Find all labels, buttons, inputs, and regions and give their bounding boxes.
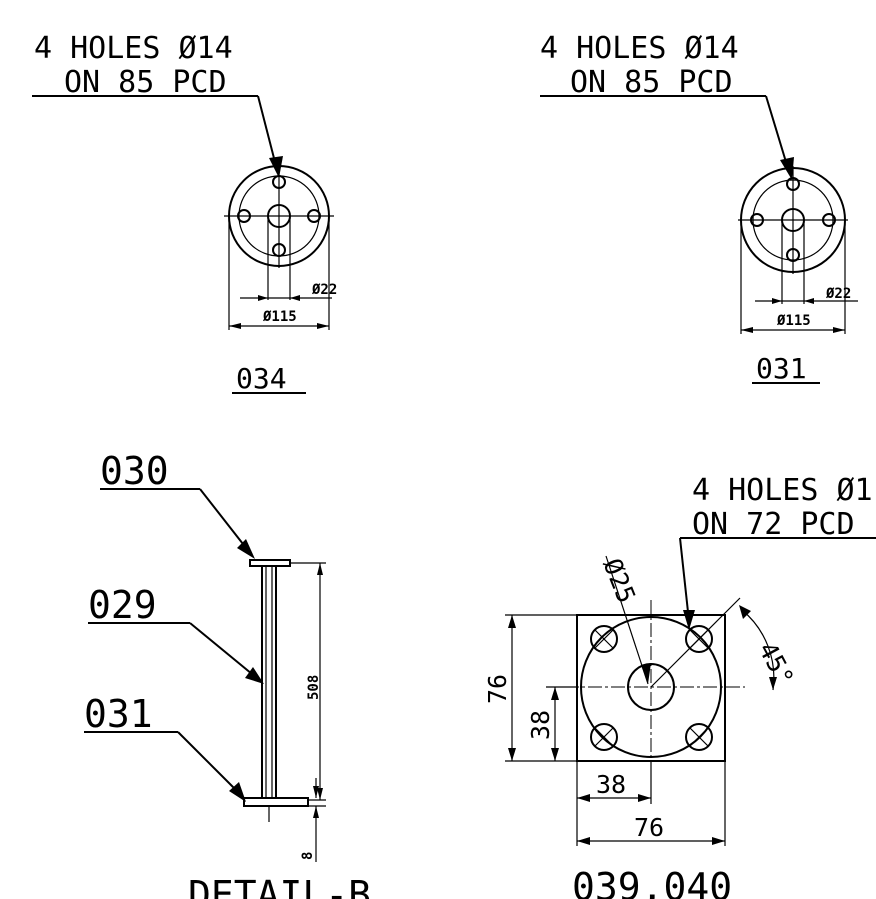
flange-031-bore-arrow-left (772, 298, 782, 304)
view-detail-b: 030 029 031 508 8 D (84, 449, 371, 899)
plate-hole-top-left-x2 (594, 629, 614, 649)
plate-hole-top-left (590, 625, 618, 653)
flange-034-bore-arrow-left (258, 295, 268, 301)
plate-hole-top-right (685, 625, 713, 653)
plate-hole-bottom-left (590, 723, 618, 751)
detail-arrow-030 (237, 539, 255, 559)
detail-len-arrow-top (317, 563, 323, 575)
flange-034-bore-text: Ø22 (311, 282, 337, 298)
callout-034-line1: 4 HOLES Ø14 (34, 31, 233, 66)
plate-angle-text: 45° (753, 637, 800, 690)
detail-len-text: 508 (306, 675, 322, 700)
detail-label-030: 030 (100, 449, 169, 493)
flange-034-outer-arrow-right (317, 323, 329, 329)
detail-bottom-plate (243, 797, 309, 807)
plate-halfh-arrow-bottom (551, 748, 559, 761)
flange-031-outer-arrow-right (833, 327, 845, 333)
detail-arrow-029 (245, 667, 264, 684)
detail-label-029: 029 (88, 583, 157, 627)
flange-031-outer-arrow-left (741, 327, 753, 333)
detail-leader-031 (177, 731, 237, 791)
plate-hole-bottom-left-x2 (594, 727, 614, 747)
detail-label-031: 031 (84, 692, 153, 736)
part-id-034: 034 (236, 362, 287, 395)
plate-halfw-arrow-right (638, 794, 651, 802)
plate-bore-leader (605, 555, 649, 685)
plate-width-arrow-right (712, 837, 725, 845)
part-id-plate: 039,040 (572, 865, 732, 899)
flange-031-bore-text: Ø22 (825, 286, 851, 302)
callout-plate-line2: ON 72 PCD (692, 507, 855, 542)
plate-height-text: 76 (483, 674, 512, 704)
flange-034-outer-text: Ø115 (262, 309, 297, 325)
plate-bore-arrowhead (641, 663, 651, 684)
plate-angle-ray (650, 597, 741, 688)
detail-top-plate (249, 559, 291, 567)
view-031: 4 HOLES Ø14 ON 85 PCD Ø22 Ø115 031 (540, 31, 858, 385)
detail-len-arrow-bottom (317, 788, 323, 800)
plate-halfw-text: 38 (596, 770, 626, 799)
plate-halfh-text: 38 (526, 710, 555, 740)
flange-031-bore-arrow-right (804, 298, 814, 304)
plate-bore-text: Ø25 (597, 554, 641, 607)
part-id-031: 031 (756, 352, 807, 385)
plate-width-arrow-left (577, 837, 590, 845)
callout-034-leader (257, 95, 277, 167)
callout-031-line1: 4 HOLES Ø14 (540, 31, 739, 66)
plate-halfh-arrow-top (551, 687, 559, 700)
plate-halfw-arrow-left (577, 794, 590, 802)
plate-hole-bottom-right (685, 723, 713, 751)
view-plate-039-040: 4 HOLES Ø1 ON 72 PCD Ø25 45° (483, 473, 876, 899)
callout-031-line2: ON 85 PCD (570, 65, 733, 100)
plate-angle-arrow-bottom (769, 677, 777, 690)
flange-034-outer-arrow-left (229, 323, 241, 329)
callout-034-line2: ON 85 PCD (64, 65, 227, 100)
callout-031-leader (765, 95, 787, 163)
flange-031-outer-text: Ø115 (776, 313, 811, 329)
detail-thk-arrow-bottom (313, 806, 319, 818)
detail-arrow-031 (229, 782, 246, 802)
plate-height-arrow-bottom (508, 748, 516, 761)
plate-width-text: 76 (634, 813, 664, 842)
detail-caption: DETAIL-B (188, 873, 371, 899)
detail-leader-030 (199, 488, 244, 545)
view-034: 4 HOLES Ø14 ON 85 PCD Ø22 Ø115 034 (32, 31, 337, 395)
plate-height-arrow-top (508, 615, 516, 628)
callout-plate-line1: 4 HOLES Ø1 (692, 473, 873, 508)
plate-hole-bottom-right-x2 (689, 727, 709, 747)
detail-thk-arrow-top (313, 786, 319, 798)
plate-angle-arrow-top (739, 605, 751, 619)
callout-plate-leader (679, 537, 689, 613)
detail-thk-text: 8 (300, 852, 316, 860)
flange-034-bore-arrow-right (290, 295, 300, 301)
detail-leader-029 (189, 622, 253, 675)
